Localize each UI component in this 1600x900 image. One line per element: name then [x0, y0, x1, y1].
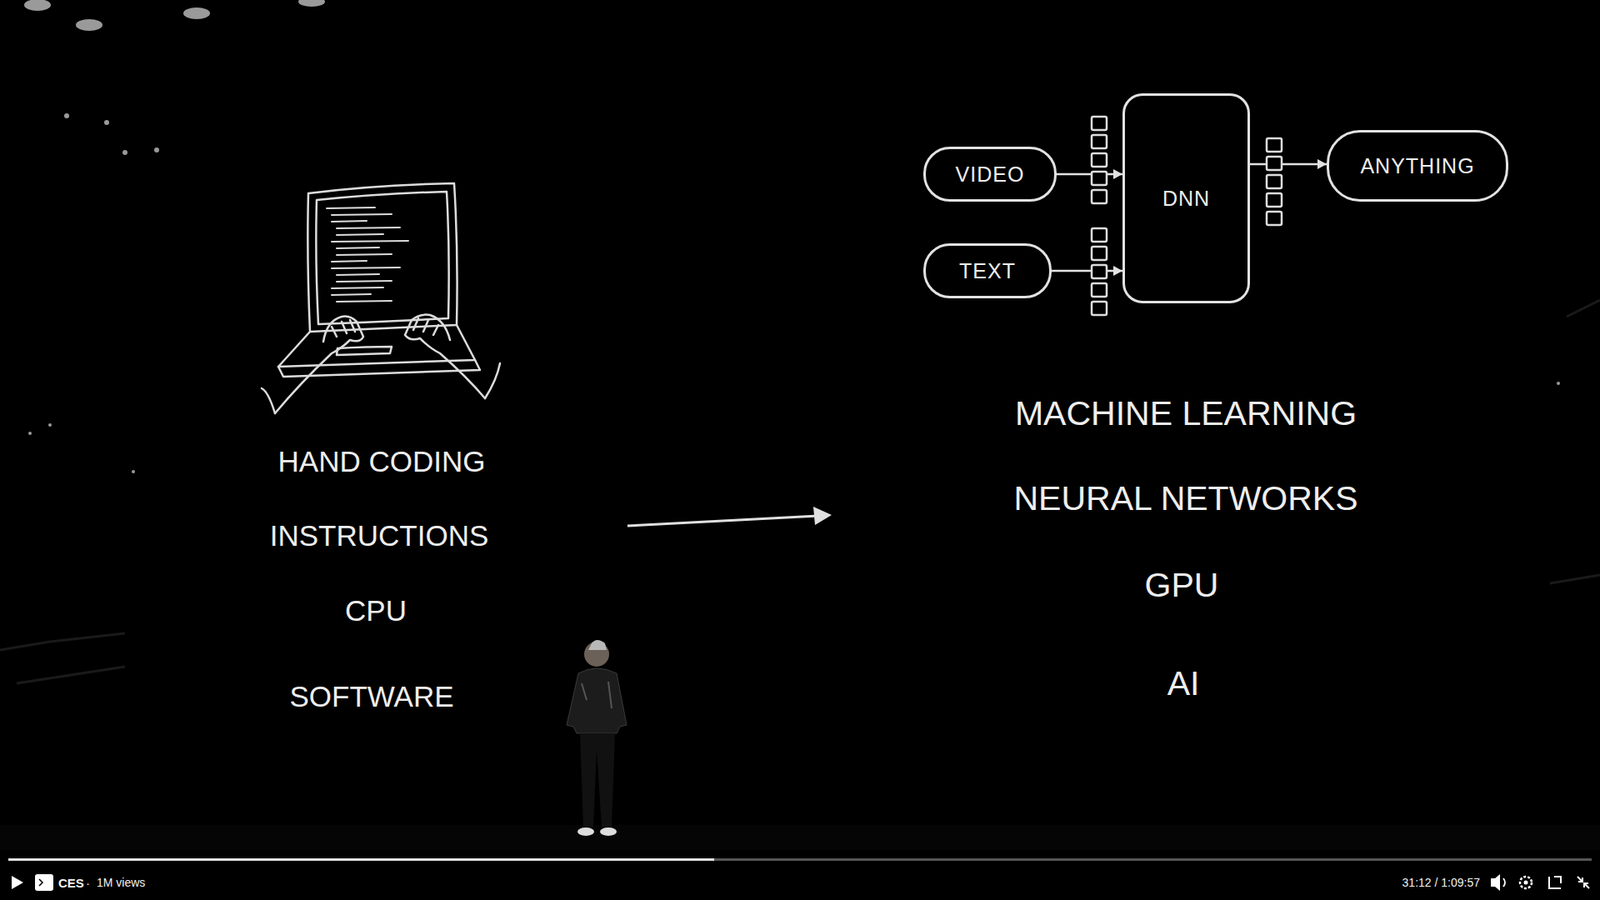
- channel-name: CES: [58, 876, 85, 890]
- concept-label: MACHINE LEARNING: [1015, 396, 1357, 431]
- concept-label: NEURAL NETWORKS: [1013, 481, 1358, 516]
- io-pill: TEXT: [923, 243, 1052, 299]
- flow-arrow: [1056, 169, 1123, 180]
- separator: ·: [85, 876, 90, 890]
- io-pill: VIDEO: [923, 146, 1057, 202]
- node-label: VIDEO: [955, 162, 1025, 187]
- flow-arrow: [1051, 265, 1123, 276]
- player-controls: [8, 858, 1592, 891]
- presenter: [566, 640, 627, 836]
- concept-label: SOFTWARE: [289, 681, 454, 711]
- token-squares: [1091, 116, 1282, 315]
- node-label: TEXT: [959, 259, 1016, 284]
- network-box: DNN: [1122, 93, 1250, 304]
- flow-arrow: [1250, 159, 1327, 170]
- timestamp: 31:12 / 1:09:57: [1402, 876, 1480, 889]
- stage-structure: [0, 300, 1600, 684]
- concept-label: AI: [1167, 666, 1200, 701]
- transition-arrow: [627, 506, 832, 526]
- concept-label: HAND CODING: [278, 446, 486, 476]
- concept-label: INSTRUCTIONS: [270, 520, 490, 550]
- concept-label: CPU: [345, 595, 407, 625]
- view-count: 1M views: [96, 876, 145, 889]
- node-label: DNN: [1162, 186, 1210, 211]
- laptop-sketch: [261, 183, 500, 414]
- node-label: ANYTHING: [1360, 154, 1475, 179]
- concept-label: GPU: [1145, 568, 1220, 603]
- io-pill: ANYTHING: [1326, 130, 1509, 202]
- stage-lights: [24, 0, 1560, 474]
